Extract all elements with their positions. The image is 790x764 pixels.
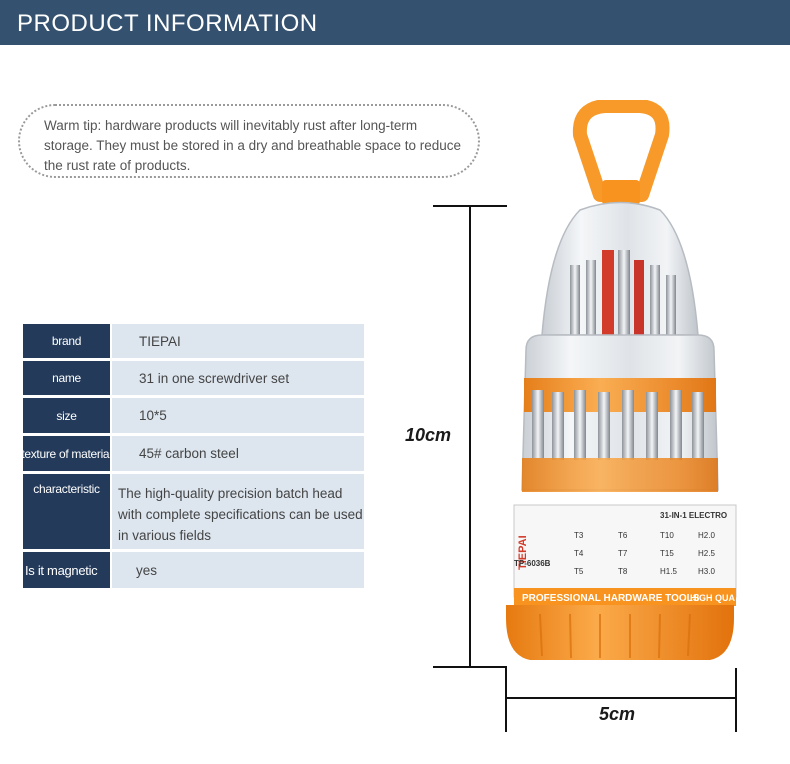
hardware-tools-band	[514, 588, 736, 606]
width-dim-line	[505, 697, 737, 699]
middle-orange-band	[522, 458, 718, 492]
spec-value-characteristic: The high-quality precision batch head wi…	[112, 474, 364, 549]
spec-label-material: texture of material	[21, 436, 112, 471]
bit-size-grid: T3 T6 T10 H2.0 T4 T7 T15 H2.5 T5 T8 H1.5…	[574, 531, 715, 576]
page-title: PRODUCT INFORMATION	[17, 10, 318, 37]
width-dim-left-tick	[505, 668, 507, 732]
height-dim-bottom-tick	[433, 666, 507, 668]
spec-label-characteristic: characteristic	[23, 474, 110, 549]
spec-row-name: name 31 in one screwdriver set	[23, 361, 364, 395]
spec-value-brand: TIEPAI	[112, 324, 364, 358]
spec-row-magnetic: Is it magnetic yes	[23, 552, 364, 588]
height-label: 10cm	[405, 425, 452, 445]
band-text-2: HIGH QUA	[690, 593, 736, 603]
spec-row-material: texture of material 45# carbon steel	[21, 436, 364, 471]
svg-text:T8: T8	[618, 567, 628, 576]
spec-label-name: name	[23, 361, 110, 395]
label-panel	[513, 504, 737, 598]
screwdriver-set-image: TIEPAI TP-6036B 31-IN-1 ELECTRO T3 T6 T1…	[506, 100, 737, 660]
middle-body	[521, 334, 719, 491]
svg-text:T15: T15	[660, 549, 674, 558]
brand-logo-text: TIEPAI	[517, 535, 529, 570]
spec-row-size: size 10*5	[23, 398, 364, 433]
set-text: 31-IN-1 ELECTRO	[660, 511, 727, 520]
svg-text:H2.5: H2.5	[698, 549, 715, 558]
svg-text:T7: T7	[618, 549, 628, 558]
svg-text:H1.5: H1.5	[660, 567, 677, 576]
spec-label-size: size	[23, 398, 110, 433]
svg-text:T4: T4	[574, 549, 584, 558]
header-bar: PRODUCT INFORMATION	[0, 0, 790, 45]
grip-ridges	[539, 613, 691, 659]
svg-text:H2.0: H2.0	[698, 531, 715, 540]
warm-tip-text: Warm tip: hardware products will inevita…	[44, 118, 462, 173]
hang-loop-base	[602, 180, 640, 205]
upper-bits	[570, 250, 676, 335]
width-dim-right-tick	[735, 668, 737, 732]
spec-label-brand: brand	[23, 324, 110, 358]
svg-text:T6: T6	[618, 531, 628, 540]
svg-text:T5: T5	[574, 567, 584, 576]
svg-text:T3: T3	[574, 531, 584, 540]
spec-value-name: 31 in one screwdriver set	[112, 361, 364, 395]
spec-row-characteristic: characteristic The high-quality precisio…	[23, 474, 364, 549]
spec-value-material: 45# carbon steel	[112, 436, 364, 471]
spec-row-brand: brand TIEPAI	[23, 324, 364, 358]
svg-text:H3.0: H3.0	[698, 567, 715, 576]
band-text: PROFESSIONAL HARDWARE TOOLS	[522, 593, 700, 604]
warm-tip-box: Warm tip: hardware products will inevita…	[18, 104, 480, 178]
svg-text:T10: T10	[660, 531, 674, 540]
lower-bits	[532, 390, 704, 460]
width-label: 5cm	[599, 704, 636, 724]
spec-value-magnetic: yes	[112, 552, 364, 588]
spec-value-size: 10*5	[112, 398, 364, 433]
grip-base	[506, 605, 734, 660]
spec-label-magnetic: Is it magnetic	[23, 552, 110, 588]
height-dim-line	[469, 205, 471, 668]
model-text: TP-6036B	[514, 559, 551, 568]
